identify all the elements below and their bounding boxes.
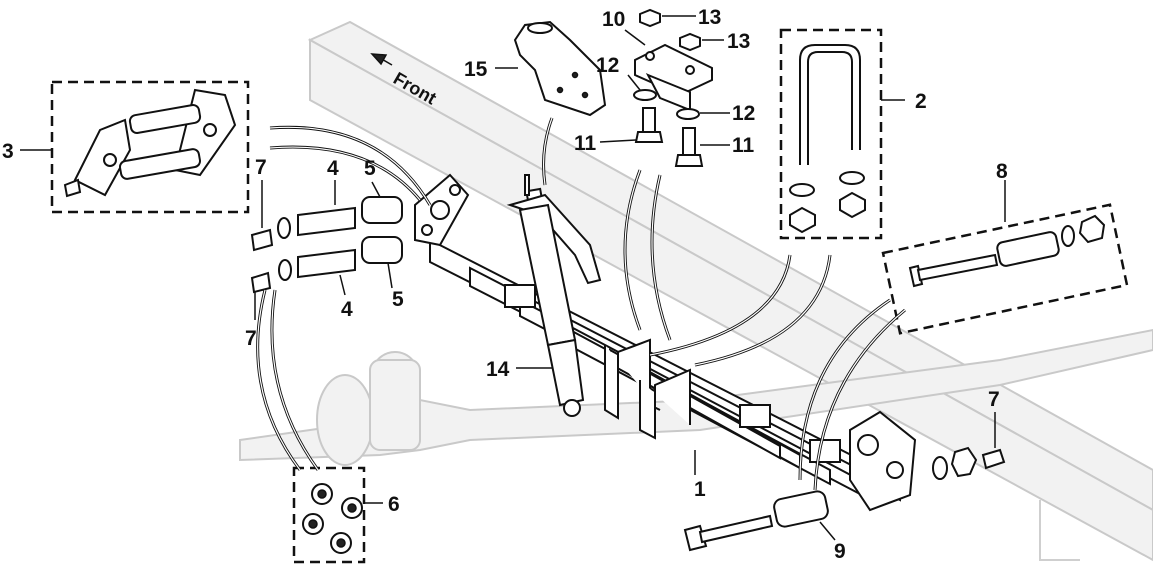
callout-4-upper: 4 (327, 157, 339, 180)
rear-bolt-and-bushing (683, 490, 829, 552)
callout-2: 2 (915, 90, 927, 113)
callout-12-right: 12 (732, 102, 755, 125)
assembly-flow-lines (256, 117, 906, 491)
callout-1: 1 (694, 478, 706, 501)
callout-5-lower: 5 (392, 288, 404, 311)
callout-3: 3 (2, 140, 14, 163)
callout-7-lower: 7 (245, 327, 257, 350)
u-bolt-kit (779, 28, 883, 240)
rear-bolt-kit (881, 203, 1129, 335)
callout-7-rear: 7 (988, 388, 1000, 411)
callout-11-right: 11 (732, 134, 755, 157)
spring-u-bolt-clamps (604, 338, 691, 440)
callout-12-left: 12 (596, 54, 619, 77)
callout-6: 6 (388, 493, 400, 516)
callout-14: 14 (486, 358, 510, 381)
callout-15: 15 (464, 58, 488, 81)
front-axle (239, 328, 1153, 466)
shackle-assembly-kit (50, 80, 250, 214)
callout-11-left: 11 (574, 132, 597, 155)
rear-spring-hanger (849, 410, 917, 512)
callout-13-top: 13 (698, 6, 721, 29)
callout-9: 9 (834, 540, 846, 563)
rear-fitting-hardware (932, 446, 1006, 480)
callout-7-upper: 7 (255, 156, 267, 179)
callout-13-lower: 13 (727, 30, 750, 53)
shock-absorber (506, 174, 602, 417)
shock-upper-mount (513, 20, 607, 117)
shackle-pins-and-bushings (250, 196, 403, 294)
callout-8: 8 (996, 160, 1008, 183)
callout-labels: 1 2 3 4 4 5 5 6 7 7 7 8 9 10 11 11 12 12… (2, 6, 1008, 563)
axle-spacer-hardware (633, 8, 713, 167)
front-spring-hanger (414, 173, 470, 247)
callout-4-lower: 4 (341, 298, 353, 321)
bushing-kit (292, 466, 366, 564)
leader-lines (20, 15, 1006, 541)
callout-10: 10 (602, 8, 625, 31)
callout-5-upper: 5 (364, 157, 376, 180)
